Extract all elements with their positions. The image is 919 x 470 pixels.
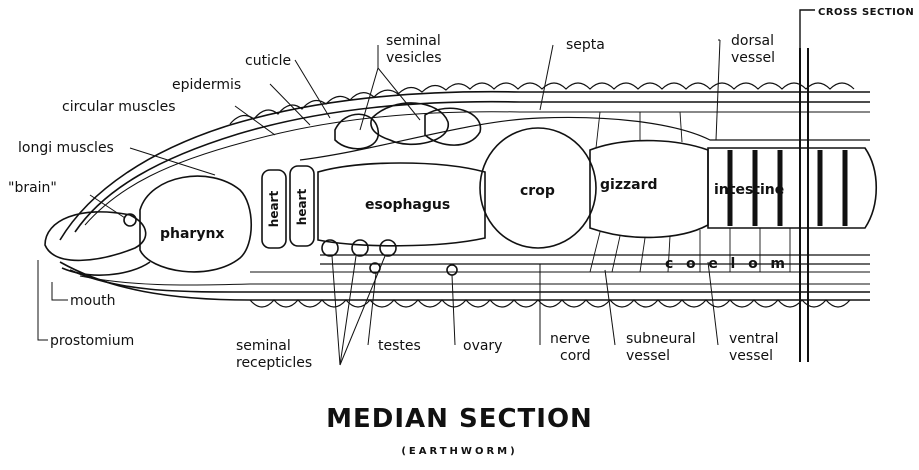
coelom-letter: o [686,256,696,272]
cross-section-label: CROSS SECTION [818,7,914,18]
segment-bumps-bottom [250,300,850,307]
label-mouth: mouth [70,293,115,309]
label-longi-muscles: longi muscles [18,140,114,156]
label-circular-muscles: circular muscles [62,99,176,115]
body-outline-top [60,92,870,240]
pharynx-shape [140,176,251,272]
muscle-layer-top [85,112,870,225]
label-crop: crop [520,183,555,199]
label-heart-1: heart [267,191,281,227]
label-seminal-recepticles-line2: recepticles [236,355,312,371]
label-subneural-vessel-line1: subneural [626,331,696,347]
seminal-recepticle-2 [352,240,368,256]
label-ventral-vessel-line2: vessel [729,348,773,364]
seminal-vesicle-2 [371,103,448,144]
label-intestine: intestine [714,182,784,198]
label-prostomium: prostomium [50,333,134,349]
coelom-letter: m [770,256,785,272]
label-subneural-vessel-line2: vessel [626,348,670,364]
label-ventral-vessel-line1: ventral [729,331,779,347]
label-pharynx: pharynx [160,226,224,242]
prostomium-shape [45,212,146,261]
label-seminal-vesicles-line2: vesicles [386,50,442,66]
seminal-recepticle-3 [380,240,396,256]
label-dorsal-vessel-line1: dorsal [731,33,774,49]
label-seminal-recepticles-line1: seminal [236,338,291,354]
label-heart-2: heart [295,189,309,225]
label-seminal-vesicles-line1: seminal [386,33,441,49]
label-esophagus: esophagus [365,197,450,213]
label-testes: testes [378,338,421,354]
label-nerve-cord-line2: cord [560,348,591,364]
ovary-shape [447,265,457,275]
label-ovary: ovary [463,338,502,354]
label-nerve-cord-line1: nerve [550,331,590,347]
label-cuticle: cuticle [245,53,291,69]
body-cuticle-top [75,102,870,232]
coelom-letter: l [731,256,736,272]
label-brain: "brain" [8,180,57,196]
figure-title: MEDIAN SECTION [0,404,919,434]
label-dorsal-vessel-line2: vessel [731,50,775,66]
muscle-layer-bottom [80,276,870,285]
coelom-letter: o [748,256,758,272]
figure-subtitle: (EARTHWORM) [0,446,919,457]
body-cuticle-bottom [70,270,870,292]
coelom-letter: c [665,256,673,272]
label-gizzard: gizzard [600,177,658,193]
mouth-shape [62,262,150,275]
cross-section-bracket [800,10,815,48]
coelom-letter: e [708,256,718,272]
label-coelom: c o e l o m [665,256,785,272]
label-epidermis: epidermis [172,77,241,93]
label-septa: septa [566,37,605,53]
